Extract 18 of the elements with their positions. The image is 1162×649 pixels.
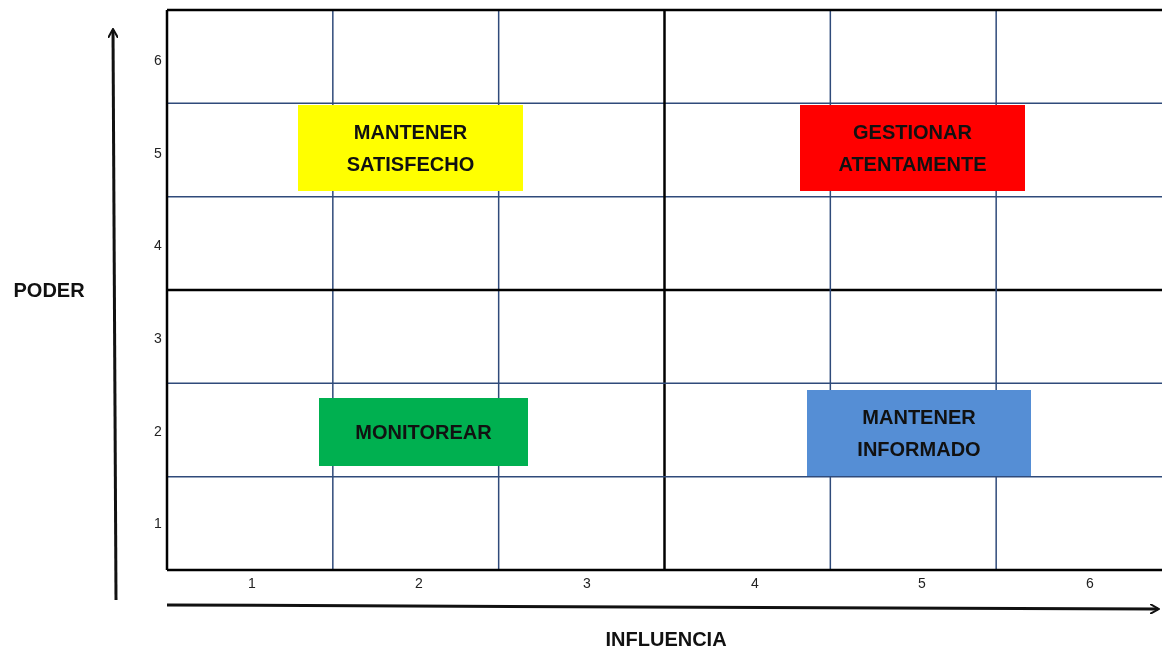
quadrant-strategy-box: GESTIONAR ATENTAMENTE bbox=[800, 105, 1025, 191]
axis-tick-label: 5 bbox=[154, 145, 162, 161]
quadrant-strategy-box: MANTENER SATISFECHO bbox=[298, 105, 523, 191]
axis-tick-label: 2 bbox=[415, 575, 423, 591]
axis-tick-label: 6 bbox=[1086, 575, 1094, 591]
axis-title: PODER bbox=[13, 278, 85, 302]
axis-title: INFLUENCIA bbox=[605, 627, 727, 649]
quadrant-strategy-box: MONITOREAR bbox=[319, 398, 528, 466]
axis-tick-label: 1 bbox=[248, 575, 256, 591]
axis-tick-label: 3 bbox=[583, 575, 591, 591]
axis-tick-label: 3 bbox=[154, 330, 162, 346]
axis-tick-label: 4 bbox=[154, 237, 162, 253]
quadrant-strategy-box: MANTENER INFORMADO bbox=[807, 390, 1031, 476]
axis-tick-label: 5 bbox=[918, 575, 926, 591]
axis-tick-label: 4 bbox=[751, 575, 759, 591]
axis-tick-label: 6 bbox=[154, 52, 162, 68]
axis-tick-label: 2 bbox=[154, 423, 162, 439]
axis-tick-label: 1 bbox=[154, 515, 162, 531]
